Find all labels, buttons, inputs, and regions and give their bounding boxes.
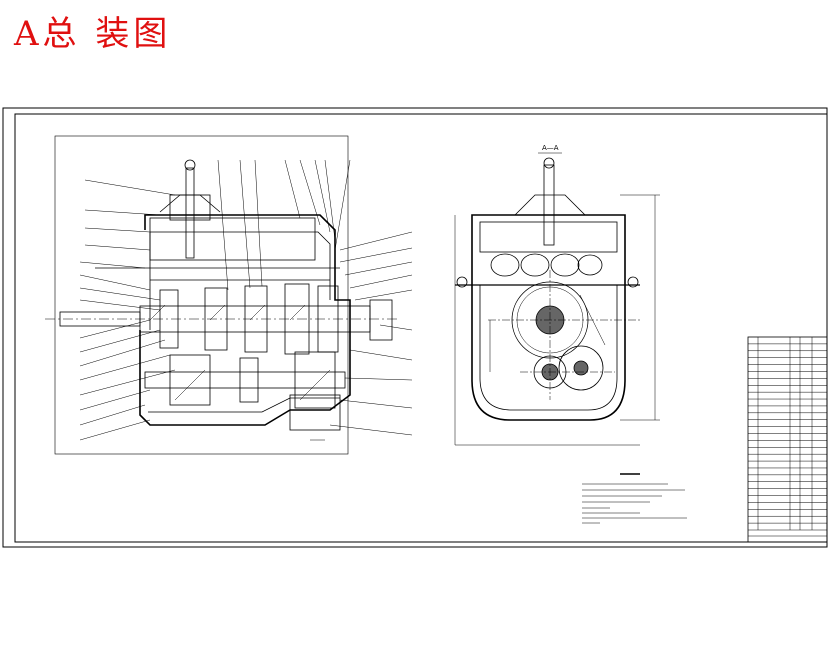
counter-shaft (144, 371, 346, 389)
outer-border (2, 107, 828, 548)
fork-slot-3 (550, 253, 580, 277)
aa-lever-knob (543, 157, 555, 169)
aa-shift-lever (543, 164, 555, 246)
aa-tower (514, 194, 586, 216)
reverse-idler-gear (558, 345, 604, 391)
cross-section-view: A—A (454, 144, 660, 446)
aa-housing-inner (479, 284, 618, 411)
longitudinal-section-view (45, 135, 413, 455)
tower-flange (159, 194, 221, 213)
reverse-housing (289, 394, 341, 431)
aa-housing-outer (471, 214, 626, 421)
flange-bolt-left (456, 276, 468, 288)
flange-bolt-right (627, 276, 639, 288)
counter-gear-2 (239, 357, 259, 403)
aa-dimensions (454, 194, 660, 446)
inner-border (14, 113, 828, 543)
counter-gear-3 (294, 351, 336, 409)
gear-1 (159, 289, 179, 349)
shift-lever (185, 167, 195, 259)
part-leaders-top (217, 159, 351, 291)
aa-centerlines (488, 270, 640, 400)
gearbox-housing (139, 214, 351, 426)
section-label: A—A (542, 144, 559, 152)
reverse-idler-bore (573, 360, 589, 376)
gear-2 (204, 287, 228, 351)
section-hatching (149, 304, 331, 401)
aa-top-cover (479, 221, 618, 253)
fork-slot-4 (577, 254, 603, 276)
shift-cover (149, 217, 316, 261)
gear-4 (284, 283, 310, 355)
counter-gear-1 (169, 354, 211, 406)
view-frame (54, 135, 349, 455)
output-flange (369, 299, 393, 341)
gear-3 (244, 285, 268, 353)
page-title: A总 装图 (14, 14, 172, 54)
fork-slot-2 (520, 253, 550, 277)
technical-notes (582, 473, 687, 524)
lever-knob (184, 159, 196, 171)
part-leaders-left (79, 179, 176, 441)
housing-inner-wall (148, 231, 340, 413)
parts-list-rows (748, 343, 827, 524)
part-leaders-right (329, 231, 413, 436)
parts-list-table (747, 336, 828, 543)
fork-slot-1 (490, 253, 520, 277)
